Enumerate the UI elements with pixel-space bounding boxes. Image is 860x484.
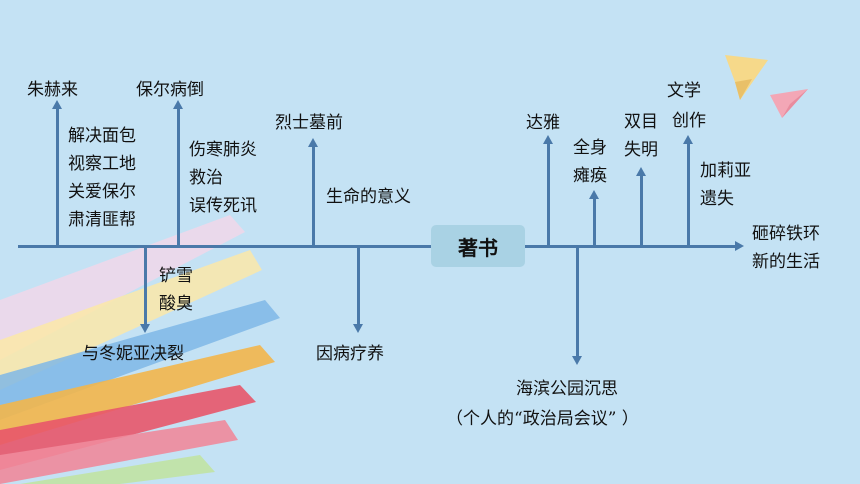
center-topic-box: 著书 (431, 225, 525, 267)
branch-paul-ill-detail: 伤寒肺炎 救治 误传死讯 (189, 140, 257, 216)
branch-paul-ill-arrowhead (173, 100, 183, 109)
branch-zhuhelai-arrowhead (52, 100, 62, 109)
branch-writing-arrowhead (683, 135, 693, 144)
branch-writing-line (687, 143, 690, 246)
branch-zhuhelai-title: 朱赫来 (27, 80, 78, 100)
branch-writing-top: 文学 (667, 81, 701, 101)
branch-recuperate-line (357, 247, 360, 325)
spine-end-label: 砸碎铁环 新的生活 (752, 224, 820, 272)
branch-paralysis-title: 全身 瘫痪 (573, 138, 607, 186)
branch-tomb-title: 烈士墓前 (275, 113, 343, 133)
branch-tomb-detail: 生命的意义 (326, 187, 411, 207)
branch-tonya-title: 与冬妮亚决裂 (82, 344, 184, 364)
branch-daya-arrowhead (543, 135, 553, 144)
branch-seaside-subtitle: （个人的“政治局会议” ） (446, 409, 639, 429)
branch-seaside-arrowhead (572, 356, 582, 365)
branch-recuperate-title: 因病疗养 (316, 344, 384, 364)
branch-tomb-line (312, 146, 315, 246)
branch-paul-ill-line (177, 108, 180, 246)
branch-blind-line (640, 175, 643, 246)
branch-paul-ill-title: 保尔病倒 (136, 80, 204, 100)
branch-daya-title: 达雅 (526, 113, 560, 133)
branch-zhuhelai-detail: 解决面包 视察工地 关爱保尔 肃清匪帮 (68, 126, 136, 230)
branch-writing-detail: 加莉亚 遗失 (700, 161, 751, 209)
spine-arrowhead (735, 241, 744, 251)
branch-tonya-detail: 铲雪 酸臭 (159, 266, 193, 314)
branch-blind-title: 双目 失明 (624, 112, 658, 160)
branch-daya-line (547, 143, 550, 246)
branch-seaside-title: 海滨公园沉思 (516, 379, 618, 399)
branch-tonya-line (144, 247, 147, 325)
branch-seaside-line (576, 247, 579, 357)
branch-recuperate-arrowhead (353, 324, 363, 333)
main-spine-right (525, 245, 735, 248)
branch-writing-title: 创作 (672, 111, 706, 131)
center-topic-label: 著书 (458, 235, 498, 260)
branch-tonya-arrowhead (140, 324, 150, 333)
branch-zhuhelai-line (56, 108, 59, 246)
branch-paralysis-arrowhead (589, 190, 599, 199)
branch-blind-arrowhead (636, 167, 646, 176)
branch-tomb-arrowhead (308, 138, 318, 147)
main-spine (18, 245, 431, 248)
branch-paralysis-line (593, 198, 596, 246)
